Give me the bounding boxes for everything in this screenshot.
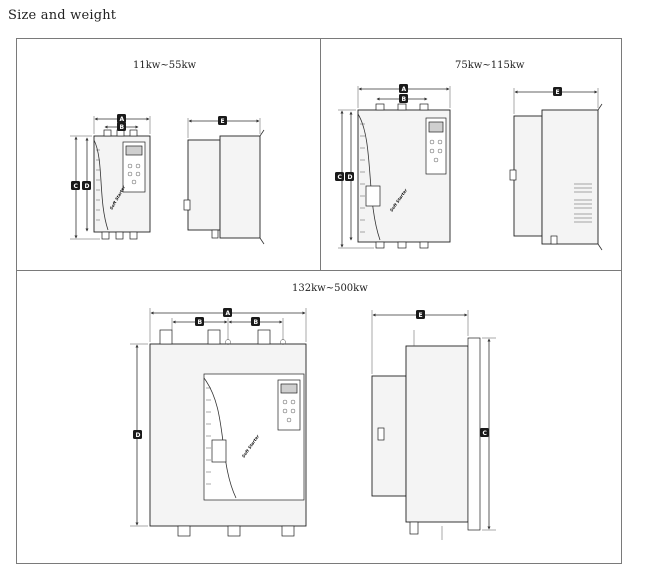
- medium-front-view: Soft Starter: [338, 86, 451, 249]
- small-badge-a: A: [117, 114, 126, 123]
- svg-text:D: D: [85, 183, 90, 190]
- large-badge-c: C: [480, 428, 489, 437]
- medium-badge-d: D: [345, 172, 354, 181]
- svg-text:B: B: [120, 124, 125, 131]
- svg-text:C: C: [338, 174, 343, 181]
- svg-text:B: B: [254, 319, 259, 326]
- large-side-view: [371, 310, 496, 540]
- svg-text:D: D: [136, 432, 141, 439]
- svg-text:A: A: [120, 116, 125, 123]
- page-title: Size and weight: [8, 8, 117, 23]
- small-badge-d: D: [82, 181, 91, 190]
- drawing-frame: [16, 38, 622, 564]
- small-front-view: Soft Starter: [70, 116, 151, 240]
- medium-badge-b: B: [399, 94, 408, 103]
- svg-text:E: E: [221, 118, 225, 125]
- svg-text:E: E: [556, 89, 560, 96]
- small-side-view: [183, 118, 265, 245]
- section-label-medium: 75kw~115kw: [455, 60, 525, 71]
- medium-badge-c: C: [335, 172, 344, 181]
- large-front-view: Soft Starter: [130, 308, 307, 537]
- medium-badge-a: A: [399, 84, 408, 93]
- small-badge-c: C: [71, 181, 80, 190]
- medium-side-view: [509, 88, 603, 251]
- medium-badge-e: E: [553, 87, 562, 96]
- svg-text:D: D: [348, 174, 353, 181]
- section-label-small: 11kw~55kw: [133, 60, 197, 71]
- svg-text:C: C: [483, 430, 488, 437]
- svg-text:B: B: [198, 319, 203, 326]
- svg-text:B: B: [402, 96, 407, 103]
- large-badge-b-right: B: [251, 317, 260, 326]
- large-badge-a: A: [223, 308, 232, 317]
- svg-text:C: C: [74, 183, 79, 190]
- frame-divider-vertical: [320, 38, 321, 270]
- small-badge-e: E: [218, 116, 227, 125]
- svg-text:E: E: [419, 312, 423, 319]
- frame-divider-horizontal: [16, 270, 622, 271]
- small-badge-b: B: [117, 122, 126, 131]
- large-badge-b-left: B: [195, 317, 204, 326]
- section-label-large: 132kw~500kw: [292, 283, 368, 294]
- svg-text:A: A: [226, 310, 231, 317]
- large-badge-d: D: [133, 430, 142, 439]
- large-badge-e: E: [416, 310, 425, 319]
- svg-text:A: A: [402, 86, 407, 93]
